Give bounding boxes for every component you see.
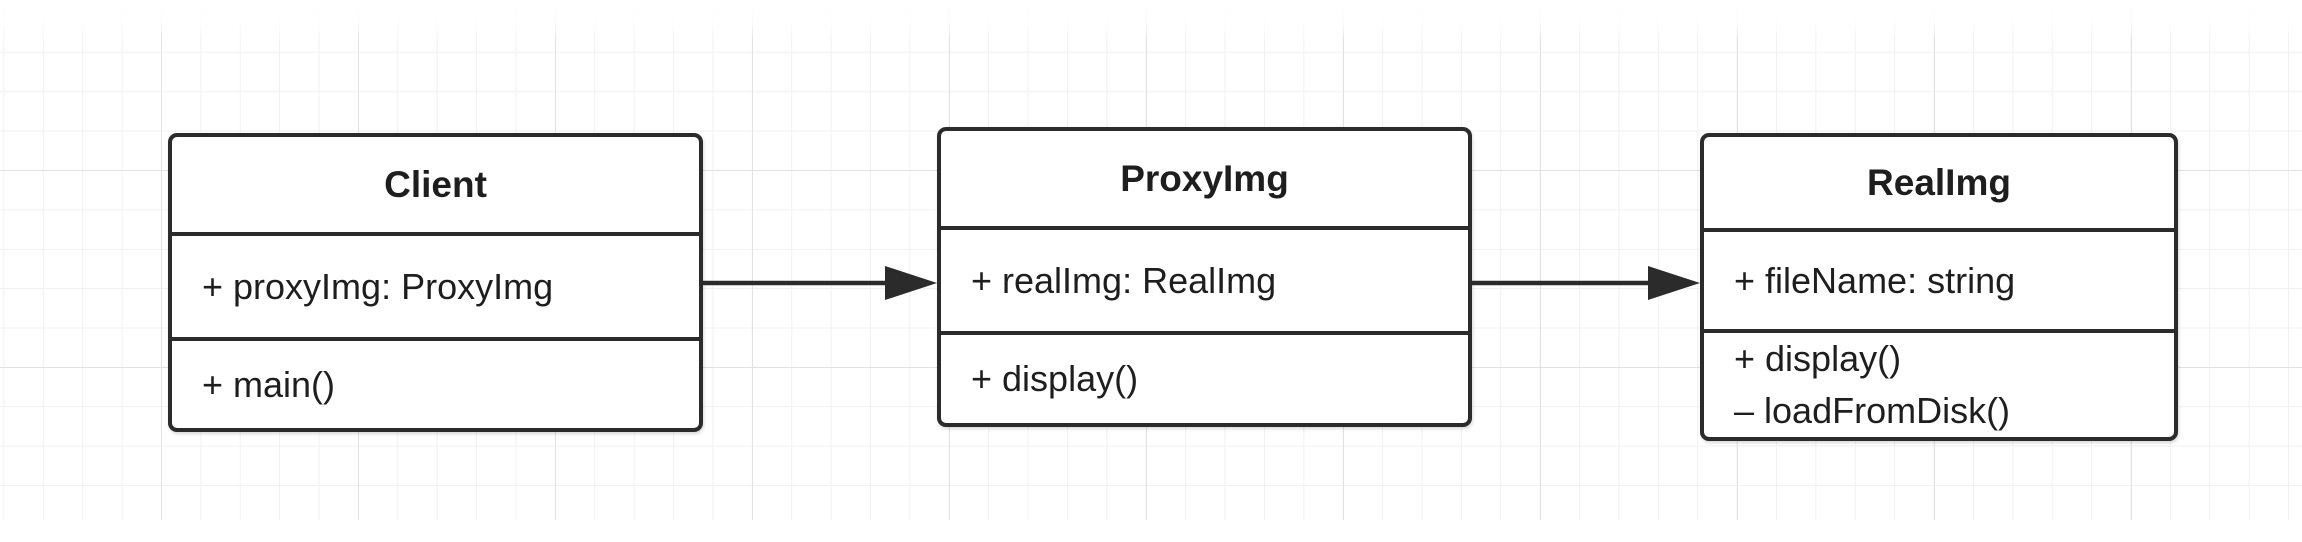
class-name: RealImg xyxy=(1704,137,2174,233)
operation: + main() xyxy=(202,363,336,405)
attributes-section: + fileName: string xyxy=(1704,232,2174,333)
operations-section: + display() xyxy=(941,335,1468,423)
canvas-bottom-edge xyxy=(0,520,2302,542)
arrowhead-icon xyxy=(1648,266,1700,300)
canvas-top-edge xyxy=(0,0,2302,40)
association-client-to-proxyimg[interactable] xyxy=(703,266,937,300)
operations-section: + display() – loadFromDisk() xyxy=(1704,333,2174,437)
class-client[interactable]: Client + proxyImg: ProxyImg + main() xyxy=(168,133,703,432)
operation: + display() xyxy=(1734,338,1902,379)
attribute: + proxyImg: ProxyImg xyxy=(202,265,554,307)
arrowhead-icon xyxy=(885,266,937,300)
operation: + display() xyxy=(971,358,1139,399)
class-realimg[interactable]: RealImg + fileName: string + display() –… xyxy=(1700,133,2178,441)
attribute: + fileName: string xyxy=(1734,259,2016,301)
attribute: + realImg: RealImg xyxy=(971,259,1277,301)
operation: – loadFromDisk() xyxy=(1734,390,2011,431)
operations-section: + main() xyxy=(172,341,699,428)
class-name: ProxyImg xyxy=(941,131,1468,230)
attributes-section: + proxyImg: ProxyImg xyxy=(172,236,699,341)
attributes-section: + realImg: RealImg xyxy=(941,230,1468,335)
class-name: Client xyxy=(172,137,699,236)
class-proxyimg[interactable]: ProxyImg + realImg: RealImg + display() xyxy=(937,127,1472,427)
association-proxyimg-to-realimg[interactable] xyxy=(1472,266,1700,300)
